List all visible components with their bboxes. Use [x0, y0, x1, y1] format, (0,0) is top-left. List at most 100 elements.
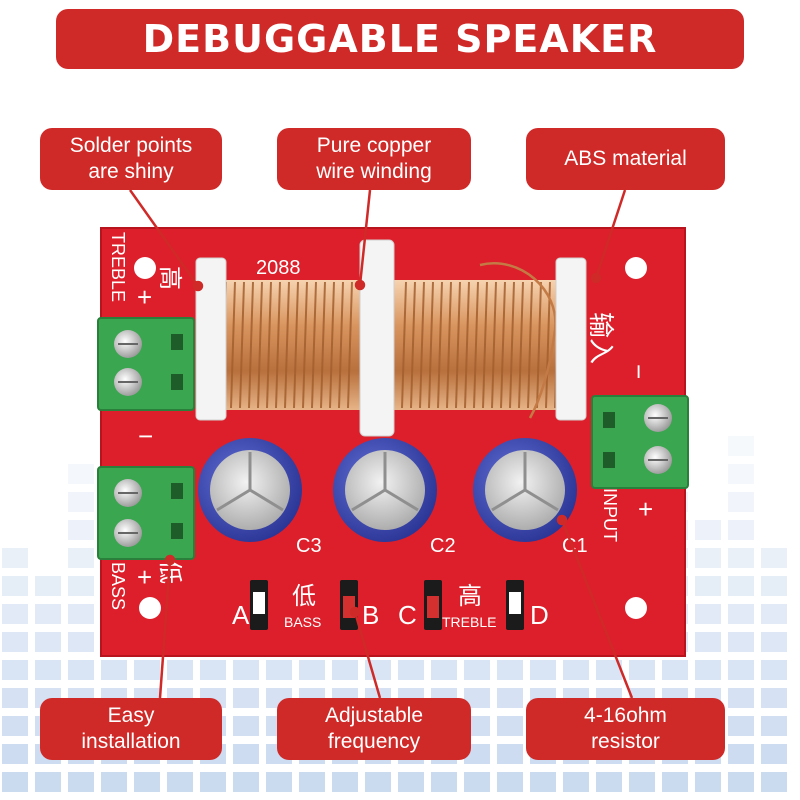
equalizer-bar-segment	[101, 660, 127, 680]
equalizer-bar-segment	[728, 632, 754, 652]
cap-c2-label: C2	[430, 535, 456, 557]
callout-adjustable-frequency: Adjustable frequency	[277, 698, 471, 760]
callout-easy-installation: Easy installation	[40, 698, 222, 760]
equalizer-bar-segment	[497, 660, 523, 680]
equalizer-bar-segment	[662, 660, 688, 680]
cap-c3-label: C3	[296, 535, 322, 557]
equalizer-bar-segment	[299, 660, 325, 680]
equalizer-bar-segment	[266, 772, 292, 792]
equalizer-bar-segment	[68, 772, 94, 792]
equalizer-bar-segment	[728, 436, 754, 456]
equalizer-bar-segment	[761, 716, 787, 736]
equalizer-bar-segment	[761, 660, 787, 680]
equalizer-bar-segment	[563, 772, 589, 792]
bass-jumper-label: BASS	[284, 614, 321, 630]
treble-minus-label: −	[138, 421, 153, 451]
equalizer-bar-segment	[497, 688, 523, 708]
equalizer-bar-segment	[35, 660, 61, 680]
equalizer-bar-segment	[200, 660, 226, 680]
equalizer-bar-segment	[497, 744, 523, 764]
equalizer-bar-segment	[101, 772, 127, 792]
equalizer-bar-segment	[761, 548, 787, 568]
equalizer-bar-segment	[2, 716, 28, 736]
equalizer-bar-segment	[398, 772, 424, 792]
equalizer-bar-segment	[35, 632, 61, 652]
coil-code-label: 2088	[256, 257, 301, 279]
page-title: DEBUGGABLE SPEAKER	[142, 17, 658, 61]
equalizer-bar-segment	[167, 660, 193, 680]
equalizer-bar-segment	[35, 772, 61, 792]
equalizer-bar-segment	[233, 716, 259, 736]
equalizer-bar-segment	[497, 772, 523, 792]
input-label: INPUT	[600, 488, 620, 542]
callout-resistor: 4-16ohm resistor	[526, 698, 725, 760]
equalizer-bar-segment	[68, 604, 94, 624]
equalizer-bar-segment	[233, 772, 259, 792]
equalizer-bar-segment	[68, 576, 94, 596]
equalizer-bar-segment	[728, 548, 754, 568]
capacitor-c3	[198, 438, 302, 542]
equalizer-bar-segment	[530, 772, 556, 792]
equalizer-bar-segment	[233, 744, 259, 764]
equalizer-bar-segment	[596, 660, 622, 680]
equalizer-bar-segment	[695, 632, 721, 652]
equalizer-bar-segment	[761, 688, 787, 708]
callout-abs-material: ABS material	[526, 128, 725, 190]
equalizer-bar-segment	[2, 576, 28, 596]
low-chinese-label: 低	[292, 582, 316, 610]
equalizer-bar-segment	[266, 660, 292, 680]
equalizer-bar-segment	[68, 660, 94, 680]
input-chinese-label: 输入	[585, 312, 615, 364]
cap-c1-label: C1	[562, 535, 588, 557]
callout-solder-points: Solder points are shiny	[40, 128, 222, 190]
equalizer-bar-segment	[728, 520, 754, 540]
equalizer-bar-segment	[761, 632, 787, 652]
equalizer-bar-segment	[2, 688, 28, 708]
treble-output-label: TREBLE	[108, 232, 128, 302]
equalizer-bar-segment	[398, 660, 424, 680]
equalizer-bar-segment	[695, 772, 721, 792]
equalizer-bar-segment	[167, 772, 193, 792]
equalizer-bar-segment	[431, 660, 457, 680]
equalizer-bar-segment	[728, 744, 754, 764]
bass-plus-label: +	[137, 562, 152, 592]
equalizer-bar-segment	[35, 576, 61, 596]
input-minus-label: −	[624, 364, 654, 379]
callout-pointer-lines	[128, 189, 634, 699]
equalizer-bar-segment	[728, 688, 754, 708]
mounting-holes	[134, 257, 647, 619]
capacitor-c2	[333, 438, 437, 542]
equalizer-bar-segment	[431, 772, 457, 792]
input-terminal	[591, 395, 689, 489]
equalizer-bar-segment	[728, 660, 754, 680]
high-chinese-label: 高	[458, 582, 482, 610]
equalizer-bar-segment	[464, 772, 490, 792]
bass-output-label: BASS	[108, 562, 128, 610]
equalizer-bar-segment	[134, 772, 160, 792]
equalizer-bar-segment	[299, 772, 325, 792]
equalizer-bar-segment	[761, 576, 787, 596]
equalizer-bar-segment	[728, 464, 754, 484]
equalizer-bar-segment	[695, 604, 721, 624]
equalizer-bar-segment	[728, 772, 754, 792]
copper-coil	[195, 239, 587, 437]
treble-chinese-label: 高	[156, 266, 184, 290]
equalizer-bar-segment	[35, 604, 61, 624]
equalizer-bar-segment	[695, 660, 721, 680]
input-plus-label: +	[638, 494, 653, 524]
bass-output-terminal	[97, 466, 195, 560]
equalizer-bar-segment	[761, 744, 787, 764]
equalizer-bar-segment	[2, 604, 28, 624]
equalizer-bar-segment	[68, 464, 94, 484]
equalizer-bar-segment	[2, 632, 28, 652]
equalizer-bar-segment	[695, 520, 721, 540]
equalizer-bar-segment	[2, 744, 28, 764]
equalizer-bar-segment	[728, 604, 754, 624]
equalizer-bar-segment	[497, 716, 523, 736]
equalizer-bar-segment	[761, 772, 787, 792]
equalizer-bar-segment	[761, 604, 787, 624]
equalizer-bar-segment	[68, 492, 94, 512]
treble-output-terminal	[97, 317, 195, 411]
equalizer-bar-segment	[2, 772, 28, 792]
jumper-d-label: D	[530, 600, 549, 630]
